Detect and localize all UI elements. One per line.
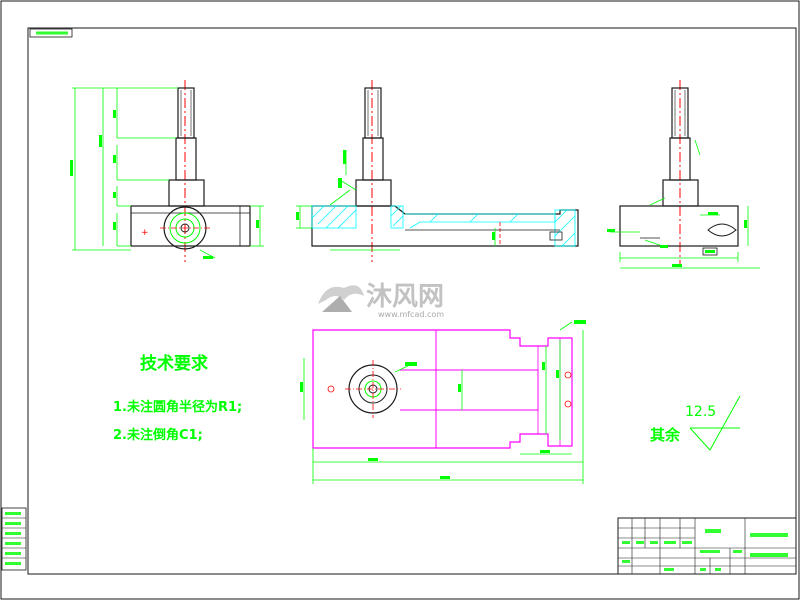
plan-view: [300, 320, 586, 484]
tech-req-item-2: 2.未注倒角C1;: [113, 427, 203, 443]
surface-finish-label: 其余: [650, 426, 681, 444]
watermark-url: www.mfcad.com: [378, 310, 444, 319]
header-tag: [29, 28, 73, 38]
tech-req-title: 技术要求: [140, 353, 208, 374]
tech-req-item-1: 1.未注圆角半径为R1;: [113, 399, 242, 415]
revision-box: [1, 507, 27, 571]
svg-text:+: +: [141, 228, 149, 238]
surface-finish-value: 12.5: [685, 404, 716, 420]
watermark: 沐风网 www.mfcad.com: [318, 282, 444, 319]
side-view-right: [607, 80, 760, 269]
front-view-left: +: [70, 80, 264, 262]
title-block: [617, 517, 797, 575]
surface-finish-symbol: 其余 12.5: [650, 395, 741, 451]
watermark-brand: 沐风网: [366, 282, 444, 312]
technical-requirements: 技术要求 1.未注圆角半径为R1; 2.未注倒角C1;: [113, 353, 242, 443]
section-view-middle: [296, 80, 579, 262]
